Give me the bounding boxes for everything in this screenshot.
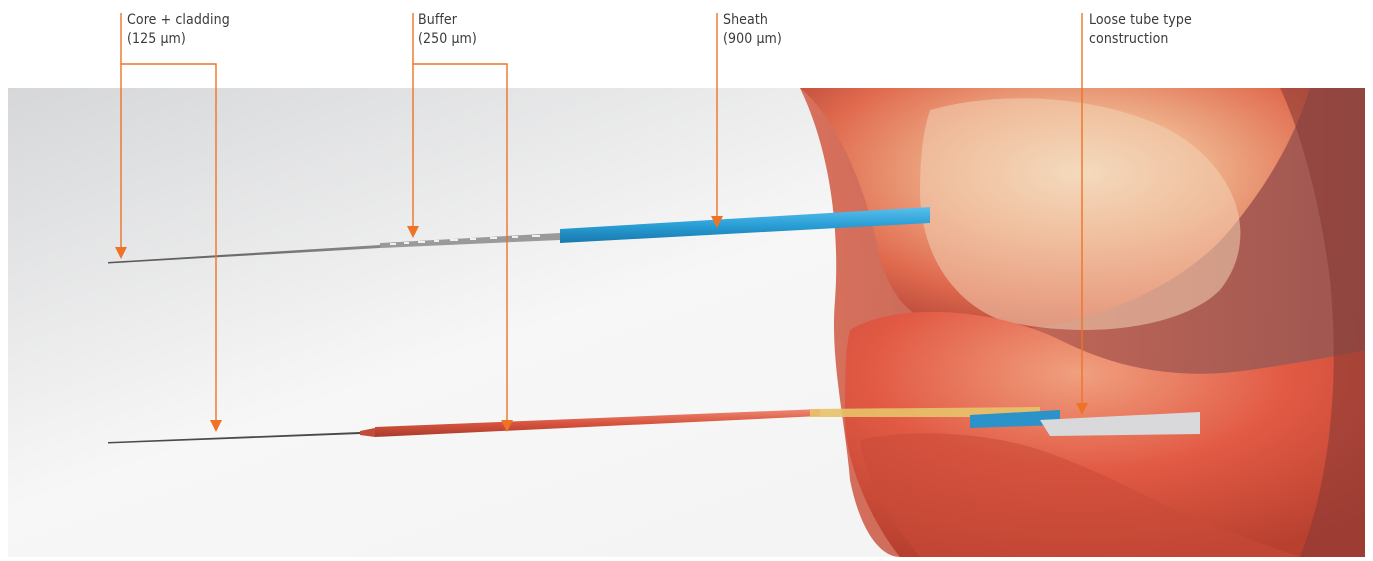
callout-core-title: Core + cladding bbox=[127, 11, 230, 30]
callout-core-size: (125 µm) bbox=[127, 30, 230, 49]
callout-buffer-size: (250 µm) bbox=[418, 30, 477, 49]
callout-label-sheath: Sheath (900 µm) bbox=[723, 11, 782, 49]
callout-label-core-cladding: Core + cladding (125 µm) bbox=[127, 11, 230, 49]
callout-buffer-title: Buffer bbox=[418, 11, 477, 30]
callout-sheath-title: Sheath bbox=[723, 11, 782, 30]
callout-loose-subtitle: construction bbox=[1089, 30, 1192, 49]
callout-label-buffer: Buffer (250 µm) bbox=[418, 11, 477, 49]
callout-label-loose-tube: Loose tube type construction bbox=[1089, 11, 1192, 49]
callout-sheath-size: (900 µm) bbox=[723, 30, 782, 49]
callout-loose-title: Loose tube type bbox=[1089, 11, 1192, 30]
